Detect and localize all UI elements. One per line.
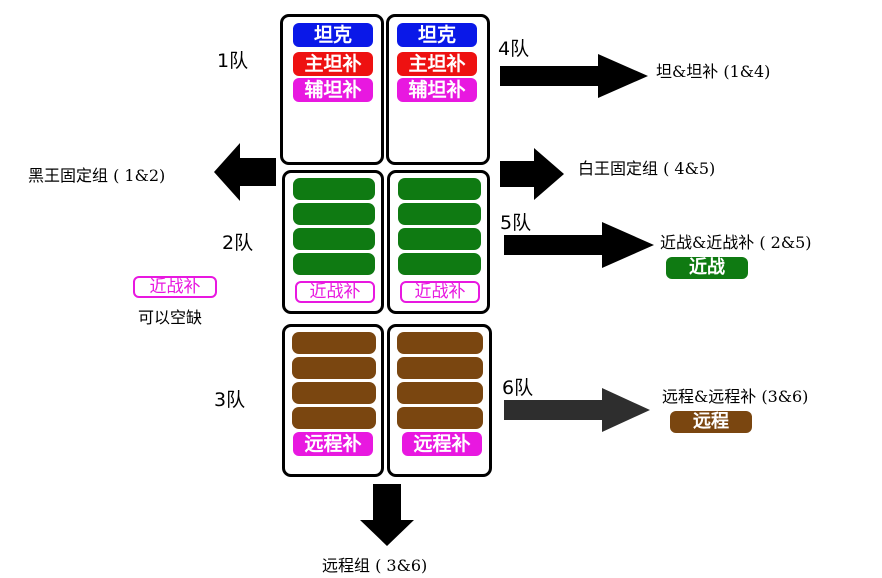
black-king-group-label: 黑王固定组 ( 1&2) [28,166,166,185]
ranged-slot [397,407,483,429]
team6-label: 6队 [502,377,534,399]
team6-panel: 远程补 [387,324,492,477]
melee-optional-note: 可以空缺 [138,308,203,327]
team5-label: 5队 [500,212,532,234]
arrow-right-icon [504,222,654,268]
arrow-right-icon [504,388,650,432]
team2-label: 2队 [222,232,254,254]
ranged-slot [292,382,376,404]
melee-slot [398,253,481,275]
ranged-slot [292,332,376,354]
melee-group-label: 近战&近战补 ( 2&5) [660,233,812,252]
ranged-slot [397,357,483,379]
melee-slot [293,253,375,275]
team4-label: 4队 [498,38,530,60]
tank-group-label: 坦&坦补 (1&4) [656,62,771,81]
ranged-badge: 远程 [670,411,752,433]
ranged-slot [292,357,376,379]
ranged-slot [397,332,483,354]
melee-optional-badge: 近战补 [133,276,217,298]
main-tank-sub-slot: 主坦补 [293,52,373,76]
melee-slot [293,203,375,225]
team1-panel: 坦克 主坦补 辅坦补 [280,14,384,165]
team2-panel: 近战补 [282,170,384,314]
melee-slot [398,178,481,200]
tank-slot: 坦克 [293,23,373,47]
ranged-sub-slot: 远程补 [293,432,373,456]
arrow-right-icon [500,148,564,200]
white-king-group-label: 白王固定组 ( 4&5) [578,159,716,178]
melee-slot [398,228,481,250]
ranged-group-label: 远程&远程补 (3&6) [662,387,809,406]
melee-sub-slot: 近战补 [400,281,480,303]
team3-panel: 远程补 [282,324,384,477]
melee-badge: 近战 [666,257,748,279]
ranged-bottom-group-label: 远程组 ( 3&6) [322,556,428,575]
team1-label: 1队 [217,50,249,72]
ranged-sub-slot: 远程补 [402,432,482,456]
off-tank-sub-slot: 辅坦补 [397,78,477,102]
tank-slot: 坦克 [397,23,477,47]
team5-panel: 近战补 [387,170,490,314]
main-tank-sub-slot: 主坦补 [397,52,477,76]
arrow-down-icon [360,484,414,546]
ranged-slot [292,407,376,429]
melee-slot [293,228,375,250]
melee-slot [293,178,375,200]
off-tank-sub-slot: 辅坦补 [293,78,373,102]
melee-sub-slot: 近战补 [295,281,375,303]
ranged-slot [397,382,483,404]
team3-label: 3队 [214,389,246,411]
melee-slot [398,203,481,225]
team4-panel: 坦克 主坦补 辅坦补 [386,14,490,165]
arrow-left-icon [214,143,276,201]
arrow-right-icon [500,54,648,98]
